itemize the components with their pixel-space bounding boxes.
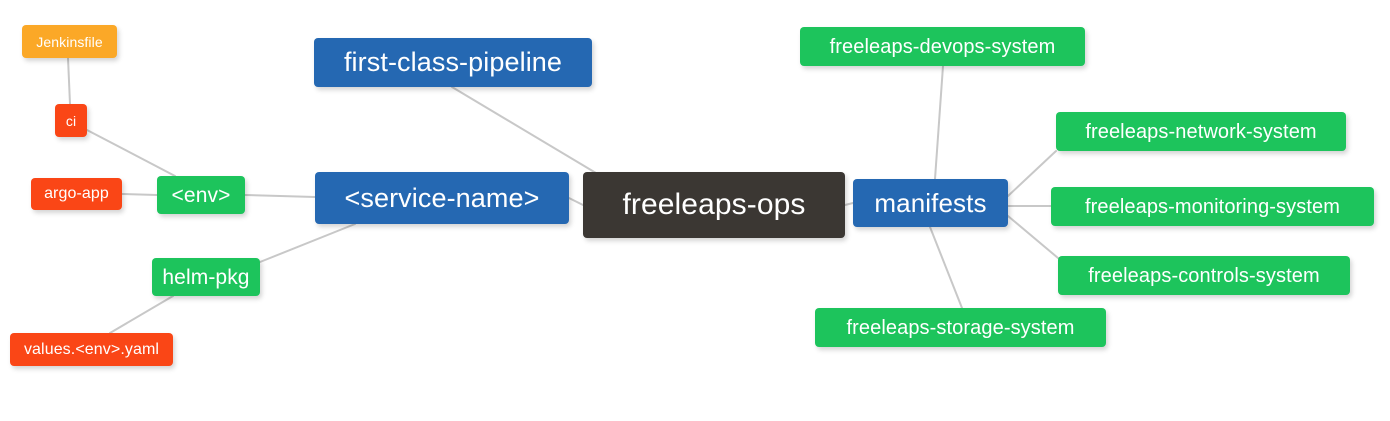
node-manifests[interactable]: manifests <box>853 179 1008 227</box>
edge-freeleaps-ops-to-manifests <box>844 202 854 206</box>
edge-helm-pkg-to-values-env-yaml <box>109 295 174 334</box>
node-argo-app[interactable]: argo-app <box>31 178 122 210</box>
edge-freeleaps-ops-to-first-class-pipeline <box>451 86 602 177</box>
node-freeleaps-controls-system[interactable]: freeleaps-controls-system <box>1058 256 1350 295</box>
node-helm-pkg[interactable]: helm-pkg <box>152 258 260 296</box>
node-freeleaps-ops[interactable]: freeleaps-ops <box>583 172 845 238</box>
edge-manifests-to-freeleaps-storage-system <box>929 226 963 309</box>
node-freeleaps-storage-system[interactable]: freeleaps-storage-system <box>815 308 1106 347</box>
edge-service-name-to-env <box>244 194 316 198</box>
node-jenkinsfile[interactable]: Jenkinsfile <box>22 25 117 58</box>
node-freeleaps-devops-system[interactable]: freeleaps-devops-system <box>800 27 1085 66</box>
node-service-name[interactable]: <service-name> <box>315 172 569 224</box>
edge-env-to-argo-app <box>121 193 158 196</box>
edge-manifests-to-freeleaps-devops-system <box>934 65 944 180</box>
edge-manifests-to-freeleaps-network-system <box>1007 150 1057 197</box>
node-first-class-pipeline[interactable]: first-class-pipeline <box>314 38 592 87</box>
node-ci[interactable]: ci <box>55 104 87 137</box>
node-freeleaps-network-system[interactable]: freeleaps-network-system <box>1056 112 1346 151</box>
edge-ci-to-jenkinsfile <box>67 57 71 105</box>
node-env[interactable]: <env> <box>157 176 245 214</box>
node-freeleaps-monitoring-system[interactable]: freeleaps-monitoring-system <box>1051 187 1374 226</box>
node-values-env-yaml[interactable]: values.<env>.yaml <box>10 333 173 366</box>
edge-freeleaps-ops-to-service-name <box>568 197 584 206</box>
edge-env-to-ci <box>86 129 176 177</box>
edge-service-name-to-helm-pkg <box>259 223 356 263</box>
